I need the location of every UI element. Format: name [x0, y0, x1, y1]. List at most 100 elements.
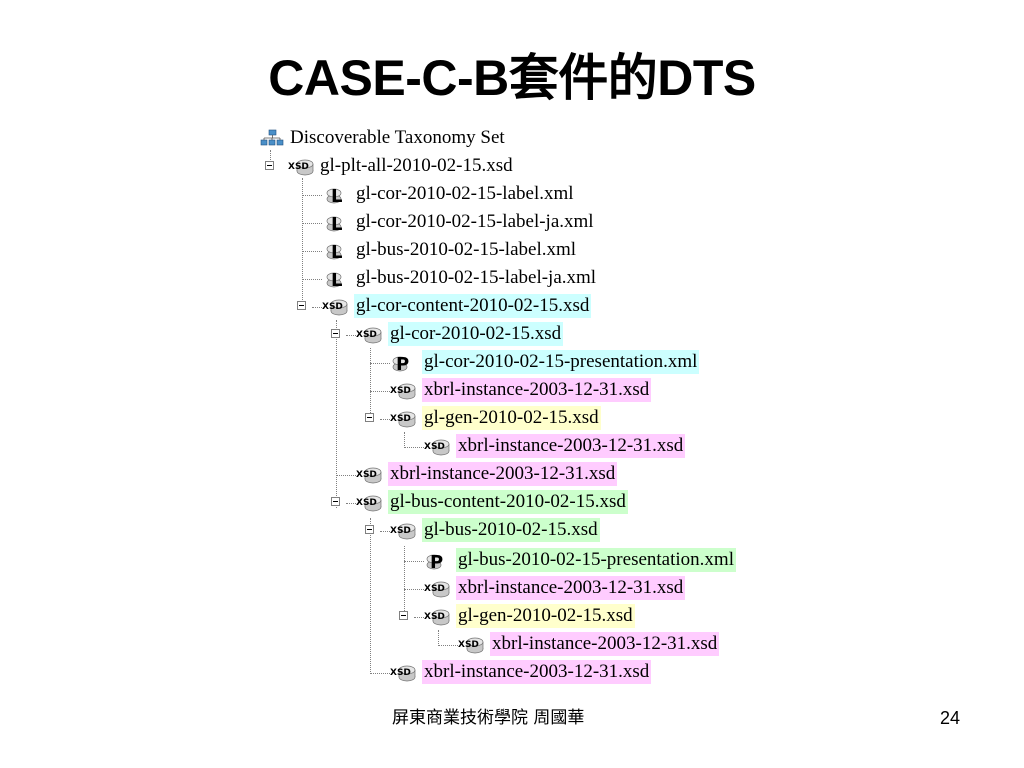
tree-node[interactable]: L gl-cor-2010-02-15-label-ja.xml: [324, 208, 644, 236]
label-icon: L: [324, 266, 352, 291]
svg-text:P: P: [430, 552, 443, 572]
xsd-icon: XSD: [390, 518, 418, 542]
tree-connector: [302, 178, 303, 308]
tree-node-label: gl-cor-content-2010-02-15.xsd: [354, 294, 592, 318]
collapse-toggle-icon[interactable]: [297, 301, 306, 310]
svg-text:L: L: [331, 214, 342, 234]
tree-connector: [312, 307, 322, 308]
tree-connector: [438, 645, 458, 646]
tree-connector: [370, 348, 371, 421]
tree-node-label: gl-gen-2010-02-15.xsd: [422, 406, 601, 430]
presentation-icon: P: [390, 350, 418, 375]
svg-text:XSD: XSD: [356, 498, 377, 508]
tree-connector: [302, 251, 322, 252]
label-icon: L: [324, 238, 352, 263]
xsd-icon: XSD: [288, 154, 316, 178]
tree-connector: [302, 223, 322, 224]
tree-connector: [270, 150, 271, 170]
xsd-icon: XSD: [390, 660, 418, 684]
tree-connector: [404, 561, 424, 562]
tree-connector: [302, 279, 322, 280]
tree-node-label: gl-cor-2010-02-15-presentation.xml: [422, 350, 700, 374]
xsd-icon: XSD: [458, 632, 486, 656]
xsd-icon: XSD: [424, 604, 452, 628]
tree-node[interactable]: XSD gl-gen-2010-02-15.xsd: [364, 404, 644, 432]
tree-connector: [346, 503, 356, 504]
tree-connector: [336, 320, 337, 508]
slide-title: CASE-C-B套件的DTS: [268, 50, 756, 106]
tree-connector: [370, 673, 390, 674]
xsd-icon: XSD: [390, 378, 418, 402]
slide-footer: 屏東商業技術學院 周國華 24: [0, 703, 1024, 733]
tree-connector: [302, 195, 322, 196]
tree-node[interactable]: XSD gl-cor-2010-02-15.xsd: [330, 320, 630, 348]
svg-text:XSD: XSD: [390, 668, 411, 678]
tree-node[interactable]: XSD xbrl-instance-2003-12-31.xsd: [390, 658, 690, 686]
tree-node[interactable]: XSD gl-bus-2010-02-15.xsd: [364, 516, 644, 544]
presentation-icon: P: [424, 548, 452, 573]
svg-text:XSD: XSD: [424, 442, 445, 452]
tree-connector: [404, 447, 424, 448]
tree-node-label: gl-gen-2010-02-15.xsd: [456, 604, 635, 628]
tree-node-label: gl-plt-all-2010-02-15.xsd: [320, 155, 513, 176]
collapse-toggle-icon[interactable]: [331, 497, 340, 506]
tree-node[interactable]: L gl-cor-2010-02-15-label.xml: [324, 180, 624, 208]
svg-text:XSD: XSD: [458, 640, 479, 650]
label-icon: L: [324, 182, 352, 207]
collapse-toggle-icon[interactable]: [365, 525, 374, 534]
tree-node[interactable]: XSD xbrl-instance-2003-12-31.xsd: [356, 460, 656, 488]
tree-node-label: gl-bus-2010-02-15-presentation.xml: [456, 548, 736, 572]
xsd-icon: XSD: [322, 294, 350, 318]
tree-node-label: gl-bus-2010-02-15-label-ja.xml: [356, 267, 597, 288]
svg-text:XSD: XSD: [390, 414, 411, 424]
tree-connector: [404, 432, 405, 448]
tree-node-label: gl-cor-2010-02-15-label-ja.xml: [356, 211, 594, 232]
svg-text:XSD: XSD: [390, 526, 411, 536]
tree-node[interactable]: XSD gl-bus-content-2010-02-15.xsd: [330, 488, 670, 516]
tree-node-label: xbrl-instance-2003-12-31.xsd: [456, 434, 686, 458]
collapse-toggle-icon[interactable]: [265, 161, 274, 170]
tree-node-label: xbrl-instance-2003-12-31.xsd: [422, 378, 652, 402]
tree-node[interactable]: P gl-bus-2010-02-15-presentation.xml: [424, 546, 764, 574]
tree-node[interactable]: P gl-cor-2010-02-15-presentation.xml: [390, 348, 730, 376]
tree-connector: [336, 475, 356, 476]
xsd-icon: XSD: [424, 434, 452, 458]
svg-text:XSD: XSD: [424, 612, 445, 622]
tree-node[interactable]: XSD xbrl-instance-2003-12-31.xsd: [390, 376, 690, 404]
tree-node-label: xbrl-instance-2003-12-31.xsd: [490, 632, 720, 656]
tree-node-label: gl-cor-2010-02-15.xsd: [388, 322, 564, 346]
network-icon: [258, 126, 286, 150]
tree-node[interactable]: XSD gl-plt-all-2010-02-15.xsd: [262, 152, 582, 180]
svg-text:XSD: XSD: [424, 584, 445, 594]
page-number: 24: [940, 708, 961, 728]
tree-node[interactable]: XSD xbrl-instance-2003-12-31.xsd: [424, 574, 724, 602]
tree-connector: [380, 531, 390, 532]
tree-node[interactable]: XSD gl-cor-content-2010-02-15.xsd: [296, 292, 636, 320]
svg-text:L: L: [331, 242, 342, 262]
tree-node-label: xbrl-instance-2003-12-31.xsd: [422, 660, 652, 684]
svg-text:L: L: [331, 270, 342, 290]
collapse-toggle-icon[interactable]: [331, 329, 340, 338]
xsd-icon: XSD: [356, 490, 384, 514]
xsd-icon: XSD: [390, 406, 418, 430]
tree-node[interactable]: L gl-bus-2010-02-15-label.xml: [324, 236, 624, 264]
tree-node-label: gl-cor-2010-02-15-label.xml: [356, 183, 574, 204]
tree-connector: [438, 630, 439, 646]
svg-text:XSD: XSD: [390, 386, 411, 396]
tree-node-label: gl-bus-content-2010-02-15.xsd: [388, 490, 628, 514]
svg-text:XSD: XSD: [288, 162, 309, 172]
collapse-toggle-icon[interactable]: [365, 413, 374, 422]
tree-root[interactable]: Discoverable Taxonomy Set: [258, 124, 558, 152]
tree-connector: [370, 518, 371, 674]
collapse-toggle-icon[interactable]: [399, 611, 408, 620]
tree-node-label: xbrl-instance-2003-12-31.xsd: [456, 576, 686, 600]
tree-node[interactable]: XSD xbrl-instance-2003-12-31.xsd: [424, 432, 724, 460]
svg-text:XSD: XSD: [322, 302, 343, 312]
tree-connector: [404, 546, 405, 619]
xsd-icon: XSD: [424, 576, 452, 600]
tree-root-label: Discoverable Taxonomy Set: [290, 127, 505, 148]
footer-author: 屏東商業技術學院 周國華: [392, 708, 585, 728]
tree-node[interactable]: XSD xbrl-instance-2003-12-31.xsd: [458, 630, 758, 658]
tree-node[interactable]: L gl-bus-2010-02-15-label-ja.xml: [324, 264, 644, 292]
tree-node[interactable]: XSD gl-gen-2010-02-15.xsd: [398, 602, 678, 630]
